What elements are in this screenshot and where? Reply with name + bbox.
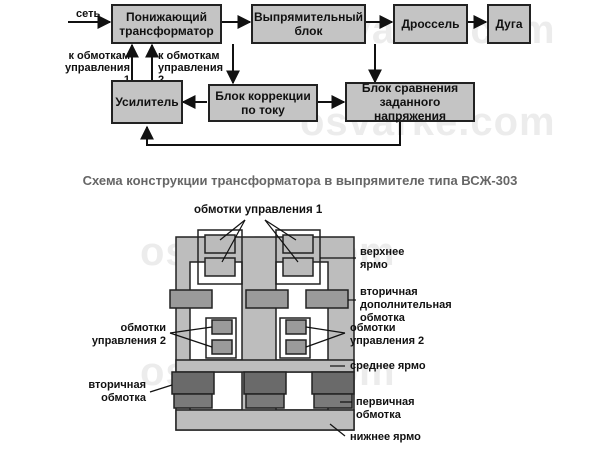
primary-winding-2 [245,393,285,409]
secondary-additional-caption: вторичная дополнительная обмотка [360,286,452,324]
primary-winding-3 [313,393,353,409]
secondary-additional-winding-2 [245,289,289,309]
middle-yoke [175,359,355,373]
upper-yoke-caption: верхнее ярмо [360,246,405,271]
caption: Схема конструкции трансформатора в выпря… [82,173,518,188]
mains-label: сеть [76,8,101,20]
upper-winding-frame-left [197,229,243,285]
choke-label: Дроссель [401,17,460,31]
choke-block: Дроссель [393,4,468,44]
primary-winding-1 [173,393,213,409]
current-correction-block: Блок коррекции по току [208,84,318,122]
control-windings-2-left-caption: обмотки управления 2 [91,322,166,347]
secondary-additional-winding-1 [169,289,213,309]
rectifier-block: Выпрямительный блок [251,4,366,44]
lower-yoke-caption: нижнее ярмо [350,431,421,443]
control-winding-1-b [204,257,236,277]
current-correction-label: Блок коррекции по току [215,89,311,117]
secondary-additional-winding-3 [305,289,349,309]
secondary-winding-3 [311,371,355,395]
control-winding-1-c [282,234,314,254]
middle-yoke-caption: среднее ярмо [350,360,426,372]
control-windings-1-caption: обмотки управления 1 [194,204,323,216]
amplifier-block: Усилитель [111,80,183,124]
control-winding-2-c [285,319,307,335]
voltage-comparison-block: Блок сравнения заданного напряжения [345,81,475,123]
control-winding-2-frame-right [279,317,311,359]
step-down-transformer-label: Понижающий трансформатор [119,10,214,38]
upper-winding-frame-right [275,229,321,285]
control-winding-1-d [282,257,314,277]
secondary-winding-2 [243,371,287,395]
lower-yoke [175,409,355,431]
control-winding-2-a [211,319,233,335]
arc-block: Дуга [487,4,531,44]
step-down-transformer-block: Понижающий трансформатор [111,4,222,44]
control-winding-2-b [211,339,233,355]
rectifier-label: Выпрямительный блок [253,10,363,38]
control-winding-2-frame-left [205,317,237,359]
control-windings-2-right-caption: обмотки управления 2 [350,322,425,347]
amplifier-label: Усилитель [115,95,179,109]
secondary-winding-1 [171,371,215,395]
voltage-comparison-label: Блок сравнения заданного напряжения [361,81,459,123]
control-winding-2-d [285,339,307,355]
arc-label: Дуга [495,17,523,31]
control-winding-1-a [204,234,236,254]
secondary-winding-caption: вторичная обмотка [88,379,146,404]
primary-winding-caption: первичная обмотка [356,396,415,421]
